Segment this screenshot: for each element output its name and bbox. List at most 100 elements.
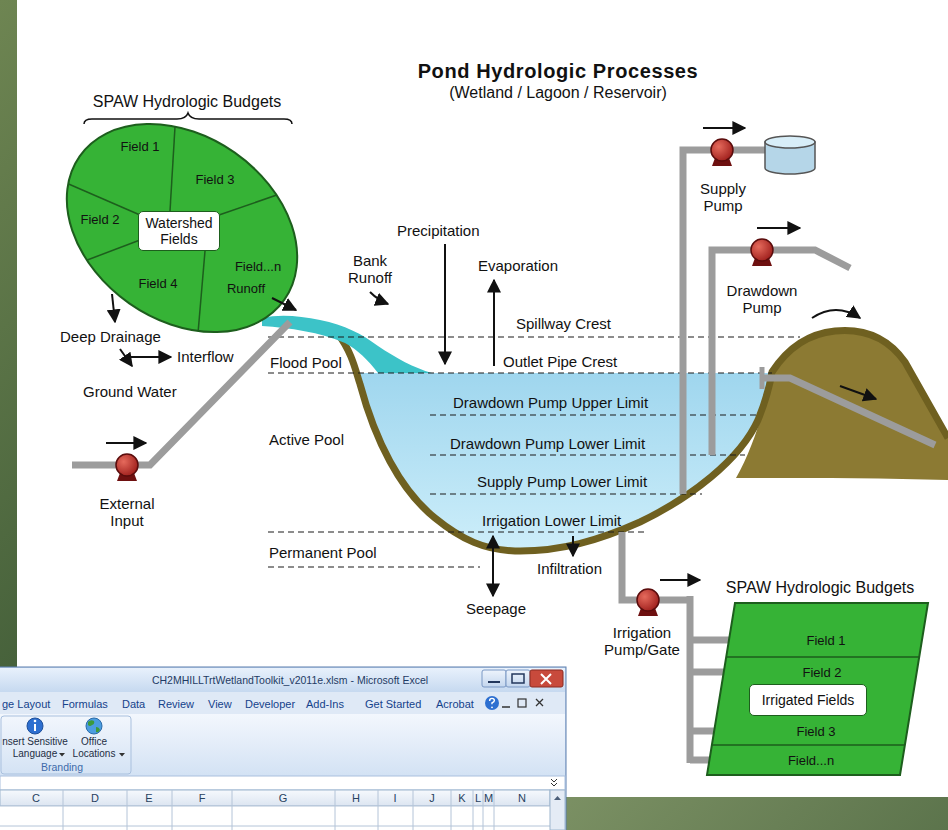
supply-pipe [683,150,765,494]
text-label: Branding [41,761,83,773]
label-wrap: Flood Pool [270,354,342,371]
field-name: Field 1 [806,633,845,648]
permanent-pool-line [268,566,480,567]
label-wrap: External Input [99,495,154,530]
flow-arrow [703,127,745,129]
help-glyph [490,698,495,704]
label-wrap: Drawdown Pump Lower Limit [450,435,645,452]
text-label: D [91,792,99,805]
label-wrap: C [32,792,40,805]
text-label: G [279,792,288,805]
level-lines [268,337,800,567]
label-wrap: ge Layout [2,698,50,711]
label-wrap: Branding [41,761,83,773]
text-label: Infiltration [537,560,602,577]
label-wrap: Deep Drainage [60,328,161,345]
text-label: Irrigation Lower Limit [482,512,621,529]
field-name: Field...n [235,259,281,274]
supply-tank [765,136,815,174]
diagram-title: Pond Hydrologic Processes [418,60,699,83]
text-label: Permanent Pool [269,544,377,561]
label-wrap: Interflow [177,348,234,365]
text-label: C [32,792,40,805]
field-group: SPAW Hydrologic BudgetsField 1Field 3Fie… [56,90,318,346]
label-wrap: Precipitation [397,222,480,239]
field-region: Field...n [788,753,834,768]
label-wrap: Infiltration [537,560,602,577]
maximize-glyph [512,674,524,683]
field-region: Field 3 [195,172,234,187]
infiltration-arrow [572,536,574,556]
label-wrap: K [458,792,465,805]
info-glyph-dot [34,720,37,723]
close-button [530,670,563,687]
field-boundaries [45,110,320,345]
field-region: Field 3 [796,724,835,739]
field-name: Watershed Fields [145,215,212,247]
external-pump [116,454,138,481]
flow-arrow [757,227,800,229]
text-label: Data [122,698,145,711]
label-wrap: Supply Pump Lower Limit [477,473,647,490]
text-label: Add-Ins [306,698,344,711]
column-header-row [0,790,550,806]
close-glyph [541,674,551,684]
help-glyph-dot [491,706,493,708]
label-wrap: J [429,792,435,805]
globe-land [88,720,100,732]
label-box: Watershed Fields [138,211,219,251]
field-name: Field 3 [796,724,835,739]
group-heading: SPAW Hydrologic Budgets [56,92,318,111]
evaporation-arrow [493,280,495,366]
text-label: K [458,792,465,805]
dam-mound [736,330,948,480]
label-wrap: View [208,698,232,711]
label-wrap: Get Started [365,698,421,711]
field-region: Field 2 [802,665,841,680]
workbook-controls [502,699,543,707]
text-label: Seepage [466,600,526,617]
text-label: (Wetland / Lagoon / Reservoir) [449,84,667,102]
ribbon [0,714,565,776]
text-label: Outlet Pipe Crest [503,353,617,370]
drawdown-pump [751,239,773,266]
text-label: nsert Sensitive Language [0,736,70,760]
text-label: Interflow [177,348,234,365]
grid-lines [0,790,550,830]
label-wrap: Permanent Pool [269,544,377,561]
label-wrap: Active Pool [269,431,344,448]
field-region: Field 4 [138,276,177,291]
label-wrap: Seepage [466,600,526,617]
label-wrap: L [475,792,481,805]
label-wrap: Bank Runoff [348,252,392,287]
text-label: Acrobat [436,698,474,711]
text-label: Developer [245,698,295,711]
text-label: External Input [99,495,154,530]
label-wrap: G [279,792,288,805]
text-label: F [199,792,206,805]
text-label: Formulas [62,698,108,711]
label-wrap: Runoff [227,282,265,297]
field-name: Field...n [788,753,834,768]
outlet-pipe [762,378,935,445]
text-label: Active Pool [269,431,344,448]
label-wrap: Data [122,698,145,711]
field-boundaries [712,657,919,745]
label-wrap: N [518,792,526,805]
field-region: Field 2 [80,212,119,227]
text-label: View [208,698,232,711]
label-wrap: E [145,792,152,805]
text-label: E [145,792,152,805]
seepage-arrow [492,536,494,596]
maximize-button [506,670,530,687]
text-label: Precipitation [397,222,480,239]
flow-arrow [106,442,146,444]
text-label: J [429,792,435,805]
outlet-tee [760,367,765,389]
field-name: Field 2 [802,665,841,680]
text-label: Supply Pump [700,180,746,215]
spillway-arrow [812,310,860,318]
label-wrap: Add-Ins [306,698,344,711]
supply-lower-line [430,493,702,494]
label-wrap: Irrigation Lower Limit [482,512,621,529]
